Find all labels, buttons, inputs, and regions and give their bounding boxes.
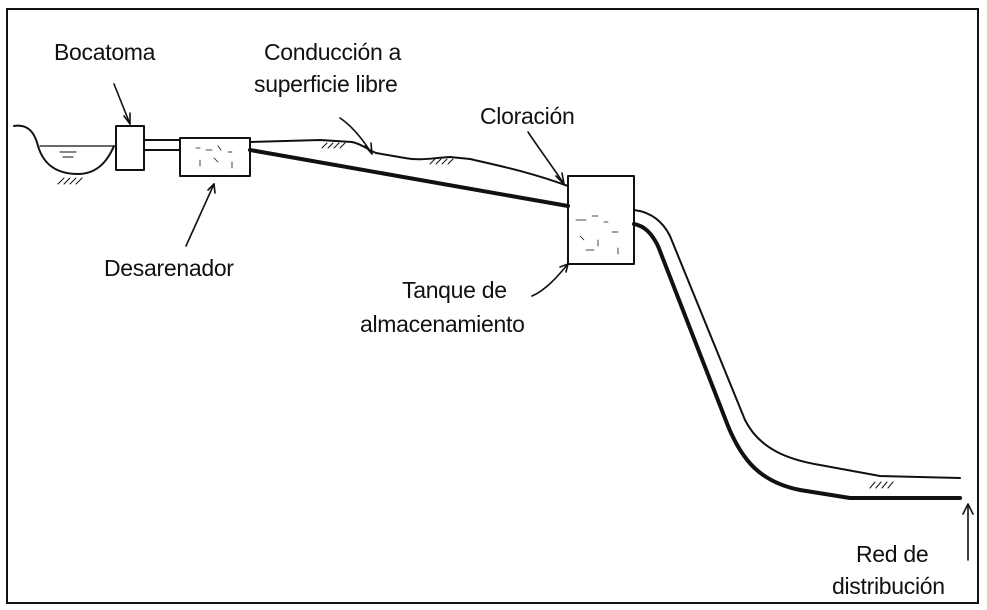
label-tanque-2: almacenamiento (360, 311, 525, 337)
channel-bottom (248, 148, 570, 208)
label-cloracion: Cloración (480, 103, 575, 129)
label-bocatoma: Bocatoma (54, 39, 156, 65)
distribution-pipe-bottom (632, 222, 962, 500)
label-conduccion-1: Conducción a (264, 39, 402, 65)
distribution-pipe-top (633, 209, 961, 479)
diagram-frame (6, 8, 979, 604)
label-conduccion-2: superficie libre (254, 71, 398, 97)
bocatoma-box (115, 125, 145, 171)
arrow-cloracion (527, 131, 565, 185)
label-desarenador: Desarenador (104, 255, 234, 281)
arrow-tanque (531, 263, 569, 297)
arrow-desarenador (185, 183, 215, 247)
desarenador-box (179, 137, 251, 177)
tanque-box (567, 175, 635, 265)
label-red-2: distribución (832, 573, 945, 599)
label-tanque-1: Tanque de (402, 277, 507, 303)
label-red-1: Red de (856, 541, 929, 567)
arrow-bocatoma (113, 83, 131, 125)
river-basin (13, 124, 115, 175)
ground-line (249, 139, 569, 187)
